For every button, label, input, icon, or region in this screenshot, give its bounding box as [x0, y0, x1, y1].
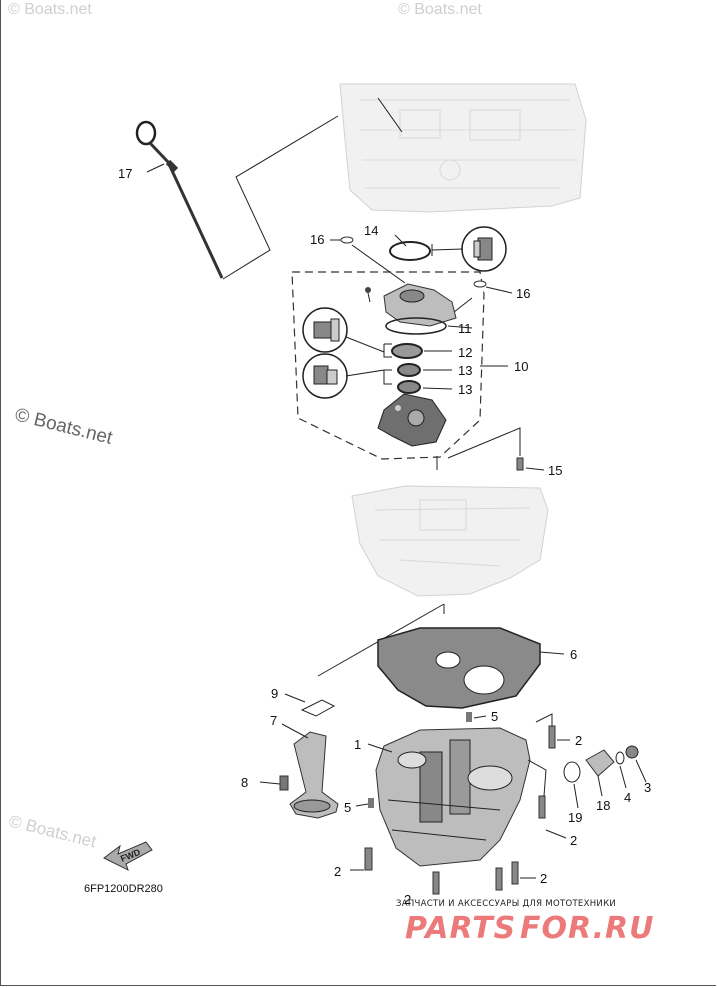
callout-16-lower: 16 — [516, 286, 530, 301]
callout-2-right: 2 — [570, 833, 577, 848]
callout-3: 3 — [644, 780, 651, 795]
promo-site-name-part1: PARTS — [405, 911, 516, 946]
callout-13-upper: 13 — [458, 363, 472, 378]
callout-14: 14 — [364, 223, 378, 238]
dipstick-part — [135, 120, 224, 279]
watermark-top-left: © Boats.net — [8, 1, 92, 18]
callout-7: 7 — [270, 713, 277, 728]
callout-4: 4 — [624, 790, 631, 805]
callout-10: 10 — [514, 359, 528, 374]
watermark-left-middle: © Boats.net — [13, 404, 115, 449]
oil-seal-12-part — [391, 343, 423, 359]
oil-pan-part — [367, 727, 531, 867]
callout-18: 18 — [596, 798, 610, 813]
callout-17: 17 — [118, 166, 132, 181]
callout-2-left: 2 — [334, 864, 341, 879]
oil-seal-13a-part — [397, 363, 421, 377]
callout-12: 12 — [458, 345, 472, 360]
callout-5-lower: 5 — [344, 800, 351, 815]
oil-strainer-part — [281, 723, 339, 819]
watermark-bottom-left: © Boats.net — [7, 811, 98, 851]
seal-detail-icon-upper — [302, 307, 392, 358]
gasket-11-part — [385, 317, 447, 335]
o-ring-part — [389, 241, 431, 261]
forward-arrow-icon: FWD — [103, 841, 153, 871]
gasket-6-part — [377, 627, 541, 709]
callout-13-lower: 13 — [458, 382, 472, 397]
callout-6: 6 — [570, 647, 577, 662]
diagram-code: 6FP1200DR280 — [84, 883, 163, 895]
seal-detail-icon-top — [431, 226, 507, 272]
engine-block-ghost — [339, 83, 587, 213]
gasket-9-part — [300, 699, 336, 717]
promo-tagline: ЗАПЧАСТИ И АКСЕССУАРЫ ДЛЯ МОТОТЕХНИКИ — [396, 899, 616, 909]
callout-5-upper: 5 — [491, 709, 498, 724]
callout-2-upper-right: 2 — [575, 733, 582, 748]
callout-11: 11 — [458, 321, 472, 336]
oil-seal-13b-part — [397, 380, 421, 394]
callout-8: 8 — [241, 775, 248, 790]
callout-15: 15 — [548, 463, 562, 478]
callout-19: 19 — [568, 810, 582, 825]
dipstick-leader — [222, 115, 339, 280]
oil-pump-body-part — [377, 393, 447, 447]
callout-9: 9 — [271, 686, 278, 701]
bolts-2 — [350, 713, 570, 895]
oil-pump-cover-part — [365, 283, 473, 327]
oil-pump-assembly-boundary — [291, 271, 485, 460]
watermark-top-center: © Boats.net — [398, 1, 482, 18]
drain-parts — [563, 745, 647, 809]
callout-16-upper: 16 — [310, 232, 324, 247]
callout-2-lower-right: 2 — [540, 871, 547, 886]
crankcase-ghost — [351, 485, 549, 597]
callout-1: 1 — [354, 737, 361, 752]
seal-detail-icon-lower — [302, 353, 392, 399]
callout-2-bottom: 2 — [404, 892, 411, 907]
promo-site-name-part2: FOR.RU — [520, 911, 655, 946]
